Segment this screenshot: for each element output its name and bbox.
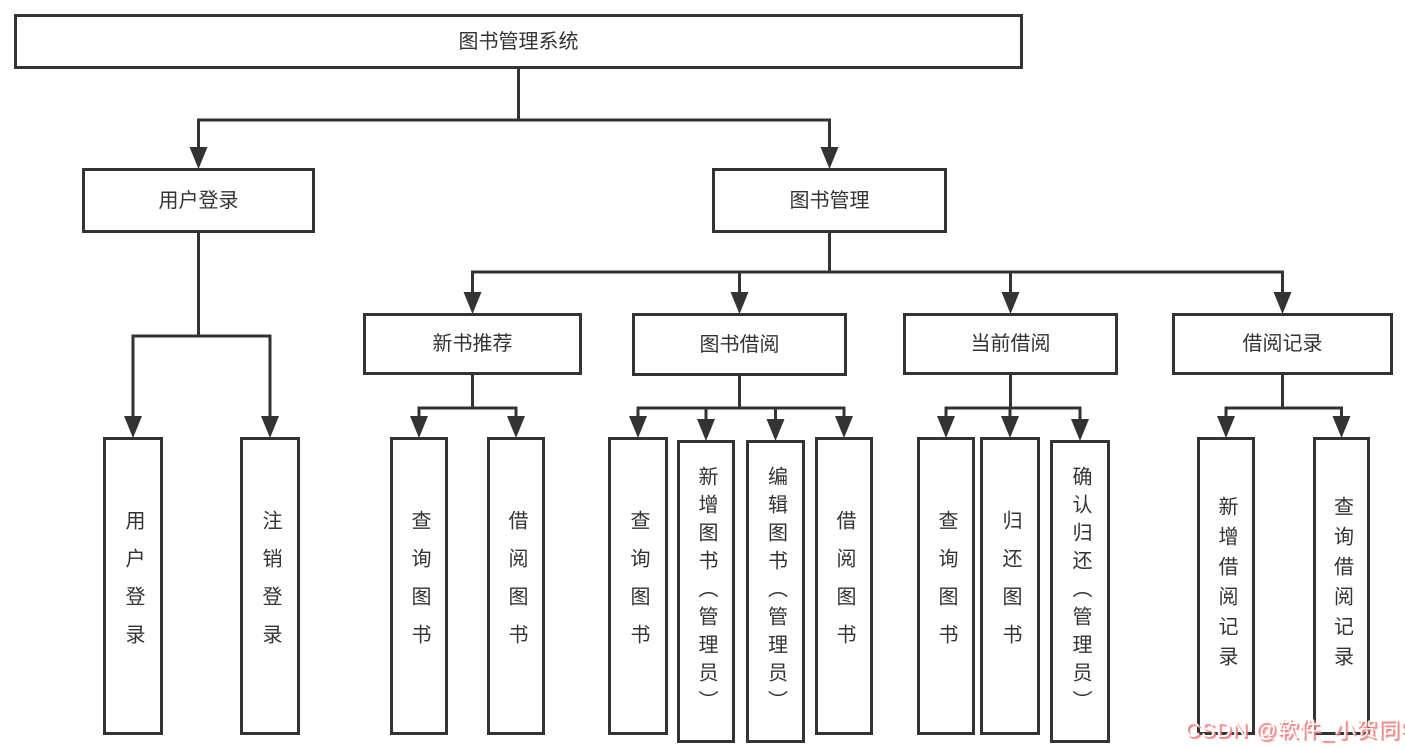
arrowhead-down-icon <box>507 416 525 438</box>
node-confirm-return-admin: 确认归还（管理员） <box>1050 440 1110 743</box>
node-label: 确认归还（管理员） <box>1069 465 1091 718</box>
connector-current-borrow <box>937 375 1089 441</box>
node-add-borrow-record: 新增借阅记录 <box>1197 437 1255 735</box>
arrowhead-down-icon <box>1001 292 1020 314</box>
arrowhead-down-icon <box>1001 416 1019 438</box>
node-label: 查询借阅记录 <box>1330 496 1353 676</box>
arrowhead-down-icon <box>1273 292 1292 314</box>
connector-book-mgmt <box>463 233 1292 314</box>
node-label: 查询图书 <box>935 510 957 662</box>
node-label: 借阅图书 <box>505 510 527 662</box>
arrowhead-down-icon <box>937 416 955 438</box>
node-current-borrow: 当前借阅 <box>903 313 1118 375</box>
node-label: 当前借阅 <box>970 333 1051 355</box>
node-label: 归还图书 <box>999 510 1021 662</box>
arrowhead-down-icon <box>124 416 142 438</box>
node-label: 图书管理系统 <box>458 30 579 53</box>
node-book-mgmt: 图书管理 <box>712 168 947 233</box>
csdn-watermark: CSDN @软件_小贺同学 <box>1185 719 1405 742</box>
node-label: 用户登录 <box>122 510 144 662</box>
arrowhead-down-icon <box>261 416 279 438</box>
node-return-books: 归还图书 <box>980 437 1040 735</box>
connector-new-book-rec <box>410 375 525 438</box>
arrowhead-down-icon <box>463 292 482 314</box>
node-root: 图书管理系统 <box>14 14 1023 69</box>
node-query-books-cur: 查询图书 <box>917 437 975 735</box>
node-label: 图书管理 <box>789 189 870 212</box>
node-label: 用户登录 <box>158 189 239 212</box>
arrowhead-down-icon <box>1071 419 1089 441</box>
connector-book-borrow <box>629 376 853 441</box>
node-borrow-records: 借阅记录 <box>1172 313 1393 375</box>
arrowhead-down-icon <box>410 416 428 438</box>
node-label: 借阅图书 <box>833 510 855 662</box>
node-label: 注销登录 <box>259 510 281 662</box>
arrowhead-down-icon <box>730 292 749 314</box>
node-query-borrow-record: 查询借阅记录 <box>1313 437 1370 735</box>
node-label: 查询图书 <box>627 510 649 662</box>
arrowhead-down-icon <box>629 416 647 438</box>
arrowhead-down-icon <box>820 147 839 169</box>
connector-borrow-records <box>1217 375 1351 438</box>
node-label: 新增图书（管理员） <box>695 465 717 718</box>
node-label: 借阅记录 <box>1242 333 1323 355</box>
node-user-login-leaf: 用户登录 <box>103 437 163 735</box>
connector-root <box>189 69 839 169</box>
node-new-book-rec: 新书推荐 <box>363 313 582 375</box>
node-add-books-admin: 新增图书（管理员） <box>677 440 735 743</box>
node-book-borrow: 图书借阅 <box>632 313 847 376</box>
arrowhead-down-icon <box>766 419 785 441</box>
node-borrow-books-rec: 借阅图书 <box>487 437 545 735</box>
node-query-books-rec: 查询图书 <box>390 437 448 735</box>
node-edit-books-admin: 编辑图书（管理员） <box>746 440 805 743</box>
connector-user-login <box>124 233 279 438</box>
node-label: 图书借阅 <box>699 333 780 356</box>
arrowhead-down-icon <box>1332 416 1351 438</box>
node-borrow-books-leaf: 借阅图书 <box>815 437 873 735</box>
node-label: 编辑图书（管理员） <box>764 465 787 718</box>
node-label: 新书推荐 <box>432 333 513 355</box>
node-logout-leaf: 注销登录 <box>240 437 300 735</box>
arrowhead-down-icon <box>835 416 853 438</box>
arrowhead-down-icon <box>189 147 208 169</box>
node-query-books-borrow: 查询图书 <box>608 437 668 735</box>
node-label: 查询图书 <box>408 510 430 662</box>
arrowhead-down-icon <box>1217 416 1235 438</box>
arrowhead-down-icon <box>697 419 715 441</box>
node-label: 新增借阅记录 <box>1215 496 1237 676</box>
node-user-login: 用户登录 <box>82 168 315 233</box>
